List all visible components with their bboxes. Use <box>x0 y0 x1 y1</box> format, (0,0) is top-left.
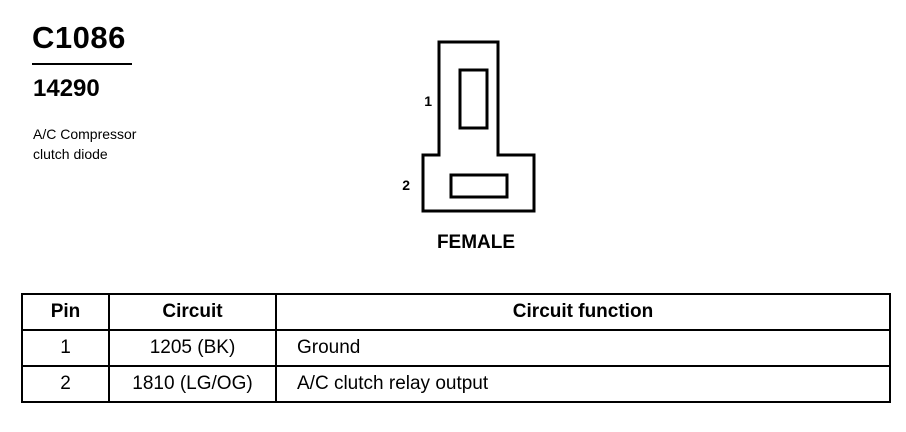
pin-table: Pin Circuit Circuit function 1 1205 (BK)… <box>21 293 891 403</box>
cell-circuit: 1810 (LG/OG) <box>108 365 277 403</box>
description-line-1: A/C Compressor <box>33 126 137 142</box>
pin-2-cavity <box>449 173 509 199</box>
cell-circuit-function: A/C clutch relay output <box>275 365 891 403</box>
title-rule <box>32 63 132 65</box>
pin-1-cavity <box>458 68 489 130</box>
header-pin: Pin <box>21 293 110 331</box>
cell-pin: 1 <box>21 329 110 367</box>
cell-pin: 2 <box>21 365 110 403</box>
table-row: 2 1810 (LG/OG) A/C clutch relay output <box>21 365 891 403</box>
description-line-2: clutch diode <box>33 146 108 162</box>
connector-description: A/C Compressor clutch diode <box>33 124 203 164</box>
table-row: 1 1205 (BK) Ground <box>21 329 891 367</box>
header-circuit-function: Circuit function <box>275 293 891 331</box>
connector-id: C1086 <box>32 20 126 55</box>
connector-outline <box>421 40 536 213</box>
header-circuit: Circuit <box>108 293 277 331</box>
cell-circuit-function: Ground <box>275 329 891 367</box>
gender-label: FEMALE <box>437 232 515 253</box>
pin-2-label: 2 <box>402 177 410 193</box>
cell-circuit: 1205 (BK) <box>108 329 277 367</box>
table-header-row: Pin Circuit Circuit function <box>21 293 891 331</box>
connector-face-diagram: 1 2 FEMALE <box>402 40 536 253</box>
part-number: 14290 <box>33 75 100 102</box>
pin-1-label: 1 <box>424 93 432 109</box>
